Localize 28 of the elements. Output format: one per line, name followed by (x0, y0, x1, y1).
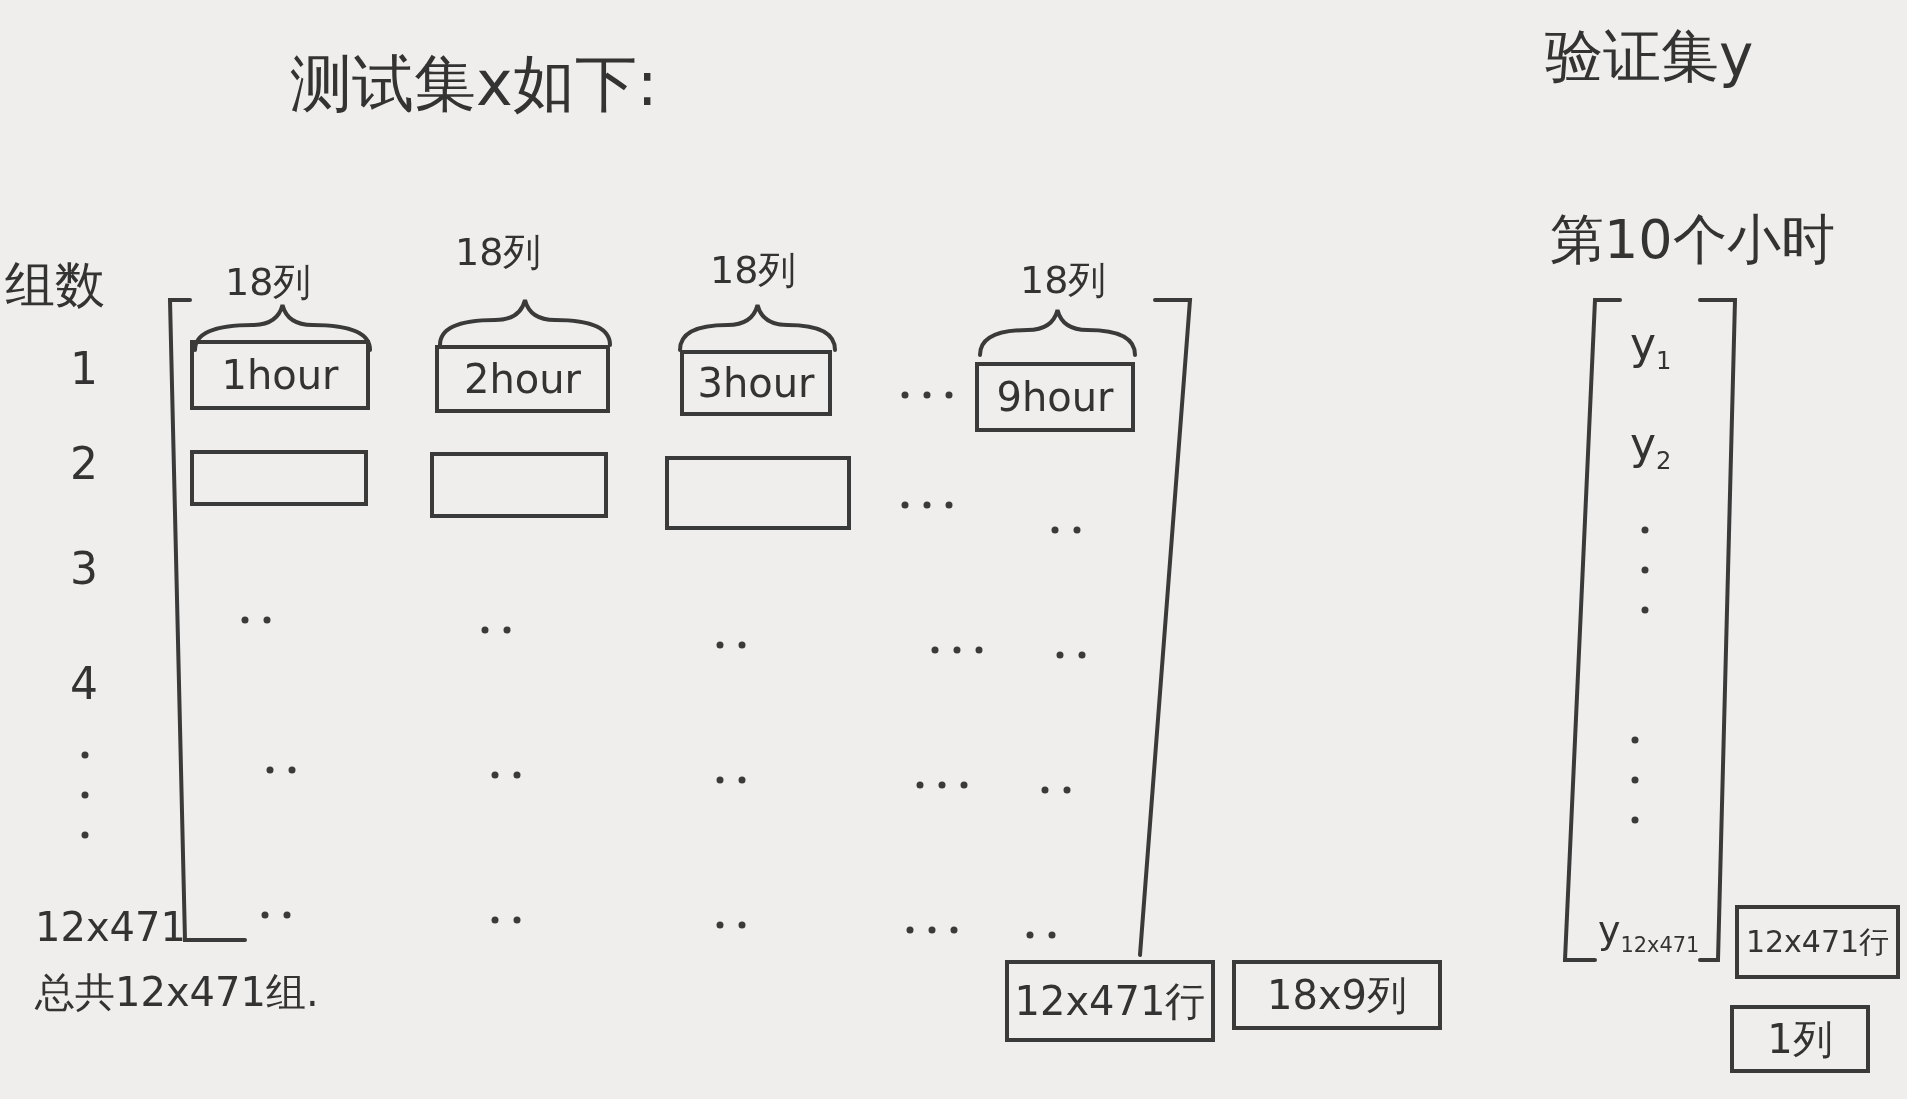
size-tag: 12x471行 (1005, 960, 1215, 1042)
column-heading: 第10个小时 (1550, 210, 1835, 270)
empty-data-block (190, 450, 368, 506)
hour-block: 1hour (190, 340, 370, 410)
empty-data-block (665, 456, 851, 530)
row-number: 2 (70, 440, 98, 489)
size-tag: 1列 (1730, 1005, 1870, 1073)
y-value: y$_{12x471}$ (1598, 910, 1700, 957)
column-count: 18列 (225, 262, 312, 304)
empty-data-block (430, 452, 608, 518)
row-number: 12x471 (35, 905, 186, 949)
size-tag: 12x471行 (1735, 905, 1900, 979)
column-count: 18列 (1020, 260, 1107, 302)
hour-block: 9hour (975, 362, 1135, 432)
size-tag: 18x9列 (1232, 960, 1442, 1030)
row-axis-title: 组数 (5, 258, 105, 313)
column-count: 18列 (710, 250, 797, 292)
row-number: 4 (70, 660, 98, 709)
heading: 验证集y (1545, 25, 1754, 89)
y-value: y$_{1}$ (1630, 320, 1672, 375)
hour-block: 2hour (435, 345, 610, 413)
column-count: 18列 (455, 232, 542, 274)
hour-block: 3hour (680, 350, 832, 416)
heading: 测试集x如下: (290, 50, 658, 119)
total-note: 总共12x471组. (35, 970, 319, 1014)
row-number: 3 (70, 545, 98, 594)
row-number: 1 (70, 345, 98, 394)
y-value: y$_{2}$ (1630, 420, 1672, 475)
